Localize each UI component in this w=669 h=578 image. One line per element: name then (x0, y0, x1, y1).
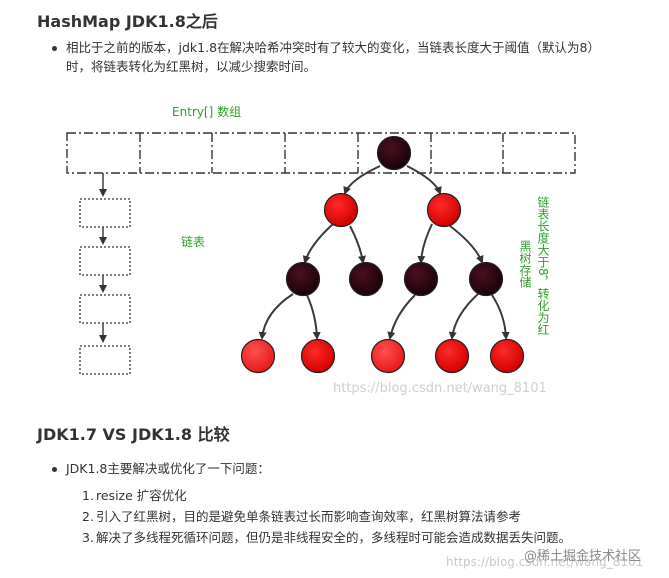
tree-edge (417, 223, 433, 264)
bullet-intro: JDK1.8主要解决或优化了一下问题： (66, 461, 270, 476)
hashmap-structure-diagram: Entry[] 数组 链表 (66, 104, 576, 396)
bullet-line: 相比于之前的版本，jdk1.8在解决哈希冲突时有了较大的变化，当链表长度大于阈值… (66, 40, 600, 55)
tree-node-black (285, 261, 321, 297)
tree-note-column: 链表长度大于8，转化为红 (536, 195, 550, 336)
list-node (79, 246, 131, 276)
tree-node-leaf (300, 338, 336, 374)
tree-node-leaf (370, 338, 406, 374)
tree-node-red (426, 192, 462, 228)
list-number: 3. (82, 530, 94, 545)
bottom-url-watermark: https://blog.csdn.net/wang_8101 (446, 555, 644, 569)
list-number: 2. (82, 509, 94, 524)
tree-edge (306, 294, 321, 340)
list-item-text: resize 扩容优化 (96, 488, 187, 503)
linked-list (79, 173, 131, 375)
tree-note-column: 黑树存储 (518, 240, 532, 288)
tree-node-black (468, 261, 504, 297)
tree-edge (387, 294, 416, 340)
list-item: 3.解决了多线程死循环问题，但仍是非线程安全的，多线程时可能会造成数据丢失问题。 (82, 527, 571, 546)
tree-edge (406, 165, 442, 195)
tree-node-leaf (434, 338, 470, 374)
bullet-line: 时，将链表转化为红黑树，以减少搜索时间。 (66, 59, 317, 74)
list-node (79, 198, 131, 228)
red-black-tree (240, 135, 525, 374)
list-item: 1.resize 扩容优化 (82, 485, 187, 504)
tree-node-black (403, 261, 439, 297)
list-item-text: 引入了红黑树，目的是避免单条链表过长而影响查询效率，红黑树算法请参考 (96, 509, 522, 524)
section-heading-jdk-compare: JDK1.7 VS JDK1.8 比较 (37, 425, 230, 444)
tree-node-root (376, 135, 412, 171)
list-node (79, 294, 131, 324)
site-watermark: @稀土掘金技术社区 (524, 549, 642, 564)
tree-edge (258, 293, 294, 340)
section-heading-hashmap-jdk18: HashMap JDK1.8之后 (37, 12, 218, 31)
tree-node-black (348, 261, 384, 297)
bullet-dot (52, 46, 57, 51)
bullet-paragraph: 相比于之前的版本，jdk1.8在解决哈希冲突时有了较大的变化，当链表长度大于阈值… (66, 38, 656, 76)
tree-edge (491, 294, 510, 340)
tree-edges (258, 165, 510, 340)
tree-edge (448, 293, 479, 340)
entry-array-outline (66, 132, 576, 174)
list-item: 2.引入了红黑树，目的是避免单条链表过长而影响查询效率，红黑树算法请参考 (82, 506, 521, 525)
list-item-text: 解决了多线程死循环问题，但仍是非线程安全的，多线程时可能会造成数据丢失问题。 (96, 530, 572, 545)
entry-array-label: Entry[] 数组 (172, 104, 241, 119)
bullet-dot (52, 467, 57, 472)
tree-edge (449, 225, 484, 264)
list-number: 1. (82, 488, 94, 503)
list-node (79, 345, 131, 375)
entry-array (66, 132, 576, 174)
diagram-watermark: https://blog.csdn.net/wang_8101 (333, 381, 547, 396)
tree-edge (343, 165, 381, 195)
tree-edge (349, 225, 366, 264)
tree-node-red (323, 192, 359, 228)
tree-node-leaf (240, 338, 276, 374)
tree-node-leaf (489, 338, 525, 374)
tree-edge (302, 223, 334, 264)
linked-list-label: 链表 (181, 234, 205, 249)
